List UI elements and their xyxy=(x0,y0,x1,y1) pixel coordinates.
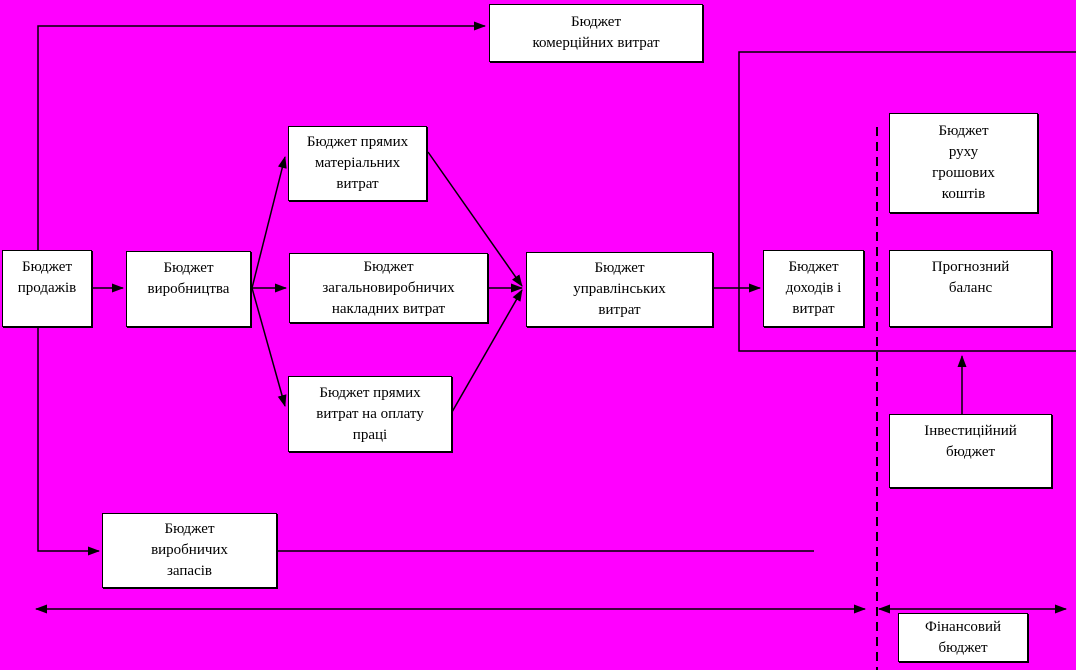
box-direct-labor-label: Бюджет прямих витрат на оплату праці xyxy=(316,384,424,443)
box-investment-label: Інвестиційний бюджет xyxy=(924,423,1017,460)
box-commercial-expenses-budget: Бюджет комерційних витрат xyxy=(489,4,703,62)
box-sales-budget: Бюджет продажів xyxy=(2,250,92,327)
box-financial-label: Фінансовий бюджет xyxy=(924,618,1002,656)
arrow-production-to-labor xyxy=(251,287,287,407)
box-overhead-costs-budget: Бюджет загальновиробничих накладних витр… xyxy=(289,253,488,323)
box-production-inventory-label: Бюджет виробничих запасів xyxy=(151,521,228,579)
box-production-inventory-budget: Бюджет виробничих запасів xyxy=(102,513,277,588)
arrow-production-to-materials xyxy=(251,156,287,289)
arrow-labor-to-management xyxy=(451,289,523,413)
box-income-expenses-budget: Бюджет доходів і витрат xyxy=(763,250,864,327)
box-investment-budget: Інвестиційний бюджет xyxy=(889,414,1052,488)
box-income-expenses-label: Бюджет доходів і витрат xyxy=(785,259,842,317)
box-management-expenses-budget: Бюджет управлінських витрат xyxy=(526,252,713,327)
box-production-label: Бюджет виробництва xyxy=(147,260,230,297)
arrow-sales-to-inventory xyxy=(37,327,100,556)
box-commercial-expenses-label: Бюджет комерційних витрат xyxy=(532,14,660,51)
box-cashflow-label: Бюджет руху грошових коштів xyxy=(932,123,995,202)
results-group-frame xyxy=(738,51,1076,352)
box-production-budget: Бюджет виробництва xyxy=(126,251,251,327)
box-financial-budget: Фінансовий бюджет xyxy=(898,613,1028,662)
box-management-expenses-label: Бюджет управлінських витрат xyxy=(573,260,666,318)
box-direct-materials-label: Бюджет прямих матеріальних витрат xyxy=(306,134,409,192)
arrow-materials-to-management xyxy=(427,151,523,287)
box-sales-label: Бюджет продажів xyxy=(17,259,77,296)
box-direct-materials-budget: Бюджет прямих матеріальних витрат xyxy=(288,126,427,201)
box-direct-labor-budget: Бюджет прямих витрат на оплату праці xyxy=(288,376,452,452)
box-forecast-balance: Прогнозний баланс xyxy=(889,250,1052,327)
box-overhead-costs-label: Бюджет загальновиробничих накладних витр… xyxy=(322,258,455,317)
box-cashflow-budget: Бюджет руху грошових коштів xyxy=(889,113,1038,213)
arrow-sales-to-commercial xyxy=(37,21,486,250)
box-forecast-balance-label: Прогнозний баланс xyxy=(931,259,1010,296)
